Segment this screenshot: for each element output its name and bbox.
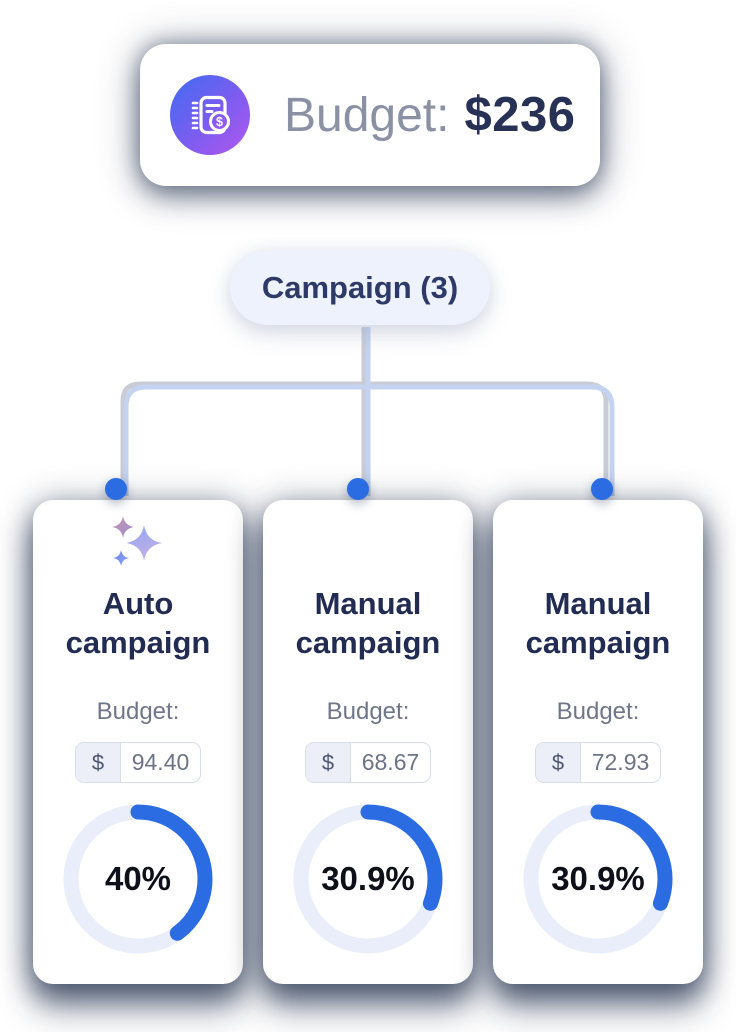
currency-symbol: $	[76, 743, 121, 782]
budget-input[interactable]	[121, 743, 200, 782]
node-circle-auto	[105, 478, 127, 500]
card-title: Manual campaign	[295, 586, 441, 660]
card-title: Manual campaign	[525, 586, 671, 660]
percent-label: 40%	[104, 860, 172, 897]
card-budget-label: Budget:	[556, 698, 640, 725]
percent-label: 30.9%	[551, 860, 645, 897]
total-budget-label: Budget:	[284, 89, 450, 142]
budget-input-group: $	[535, 742, 661, 783]
budget-usage-donut: 30.9%	[292, 803, 444, 955]
budget-input[interactable]	[351, 743, 430, 782]
campaign-card-auto: Auto campaign Budget: $ 40%	[33, 500, 243, 984]
campaign-card-manual-1: Manual campaign Budget: $ 30.9%	[263, 500, 473, 984]
budget-input[interactable]	[581, 743, 660, 782]
campaign-count-label: Campaign (3)	[261, 269, 459, 305]
campaign-count-pill: Campaign (3)	[230, 250, 490, 325]
total-budget-text: Budget: $236	[284, 87, 575, 143]
node-circle-manual-2	[591, 478, 613, 500]
budget-input-group: $	[305, 742, 431, 783]
card-budget-label: Budget:	[326, 698, 410, 725]
invoice-dollar-icon: $	[170, 75, 250, 155]
total-budget-value: $236	[464, 88, 576, 142]
campaign-card-manual-2: Manual campaign Budget: $ 30.9%	[493, 500, 703, 984]
currency-symbol: $	[306, 743, 351, 782]
card-title: Auto campaign	[65, 586, 211, 660]
budget-input-group: $	[75, 742, 201, 783]
total-budget-card: $ Budget: $236	[140, 44, 600, 186]
currency-symbol: $	[536, 743, 581, 782]
percent-label: 30.9%	[321, 860, 415, 897]
card-budget-label: Budget:	[96, 698, 180, 725]
budget-usage-donut: 40%	[62, 803, 214, 955]
budget-usage-donut: 30.9%	[522, 803, 674, 955]
sparkles-icon	[110, 516, 166, 575]
node-circle-manual-1	[347, 478, 369, 500]
svg-text:$: $	[216, 115, 223, 129]
